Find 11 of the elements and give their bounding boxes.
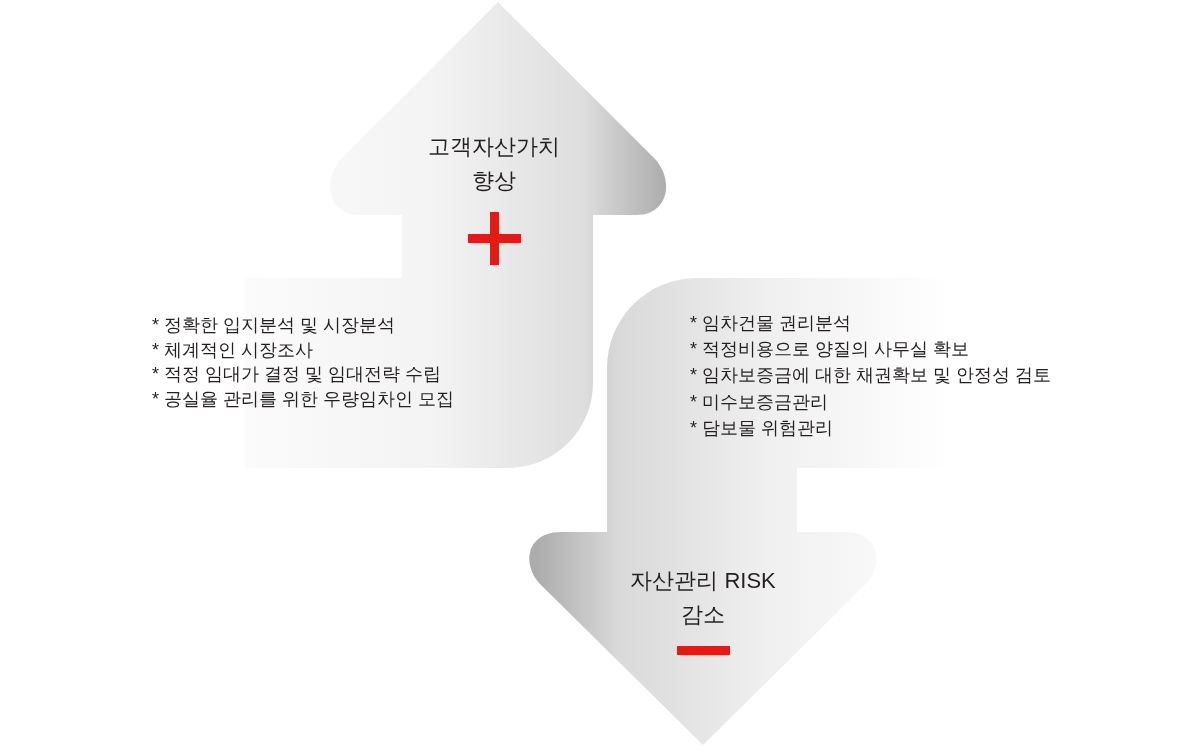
- bullet-item: * 공실율 관리를 위한 우량임차인 모집: [152, 388, 454, 412]
- bullet-item: * 임차건물 권리분석: [690, 312, 851, 335]
- bullet-item: * 임차보증금에 대한 채권확보 및 안정성 검토: [690, 364, 1051, 388]
- bullet-item: * 정확한 입지분석 및 시장분석: [152, 314, 395, 337]
- bullet-item: * 담보물 위험관리: [690, 416, 833, 440]
- arrow-heading: 자산관리 RISK 감소: [629, 567, 777, 629]
- bullet-item: * 체계적인 시장조사: [152, 338, 313, 362]
- arrow-heading: 고객자산가치 향상: [427, 133, 561, 195]
- bullet-item: * 적정비용으로 양질의 사무실 확보: [690, 338, 969, 362]
- bullet-item: * 적정 임대가 결정 및 임대전략 수립: [152, 363, 441, 387]
- bullet-item: * 미수보증금관리: [690, 390, 828, 414]
